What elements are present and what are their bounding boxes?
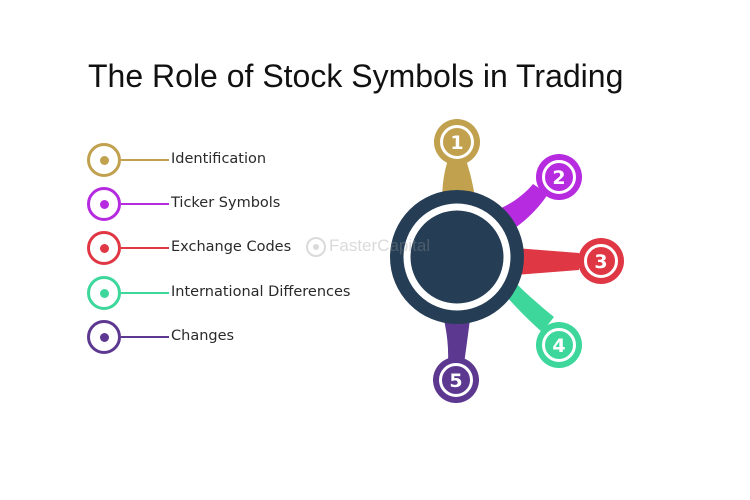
node-2: 2 [536,154,582,200]
node-number: 4 [552,335,565,357]
node-number: 2 [552,167,565,189]
legend-label: Identification [171,151,267,167]
node-number: 5 [449,370,462,392]
legend-ring-icon [87,187,121,221]
legend-ring-icon [87,320,121,354]
legend-label: International Differences [171,284,351,300]
central-hub [390,190,524,324]
legend-connector [121,247,169,249]
page-title: The Role of Stock Symbols in Trading [88,58,624,94]
legend-connector [121,336,169,338]
legend-connector [121,292,169,294]
node-1: 1 [434,119,480,165]
branch-3 [515,248,579,275]
legend-label: Exchange Codes [171,239,292,255]
legend-item-international-differences: International Differences [84,273,364,313]
legend-item-changes: Changes [84,317,364,357]
legend-item-exchange-codes: Exchange Codes [84,228,364,268]
node-number: 1 [450,132,463,154]
legend-label: Ticker Symbols [171,195,281,211]
legend-ring-icon [87,276,121,310]
legend-connector [121,203,169,205]
legend-ring-icon [87,143,121,177]
legend-item-ticker-symbols: Ticker Symbols [84,184,364,224]
node-3: 3 [578,238,624,284]
node-4: 4 [536,322,582,368]
node-5: 5 [433,357,479,403]
legend-ring-icon [87,231,121,265]
node-number: 3 [594,251,607,273]
legend-label: Changes [171,328,235,344]
legend-item-identification: Identification [84,140,364,180]
legend-connector [121,159,169,161]
